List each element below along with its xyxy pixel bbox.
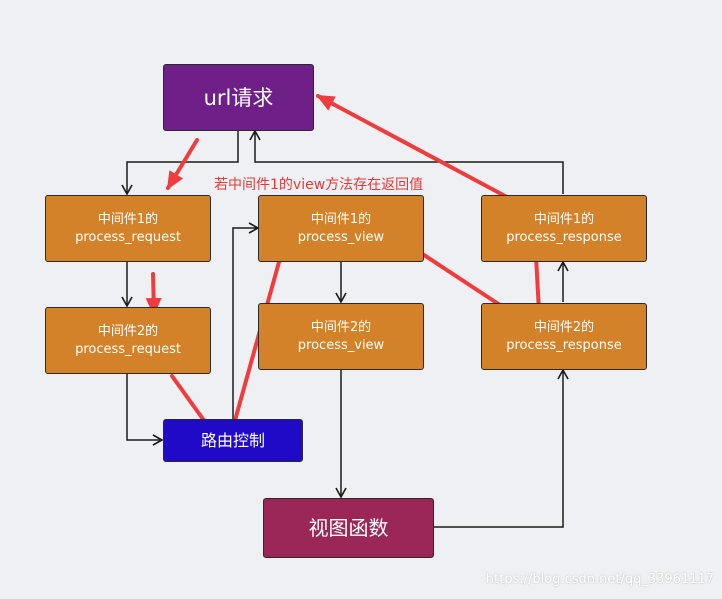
mw2-view-line2: process_view — [297, 337, 385, 353]
mw2-response-line2: process_response — [506, 337, 622, 353]
mw1-response-line1: 中间件1的 — [533, 211, 595, 227]
mw1-process-request-node: 中间件1的 process_request — [45, 195, 211, 262]
red-arrow-url-to-mw1-request — [166, 138, 199, 190]
mw1-response-line2: process_response — [506, 229, 622, 245]
connector-mw2-request-to-routing — [126, 374, 164, 446]
mw1-process-view-node: 中间件1的 process_view — [258, 195, 424, 262]
mw2-view-line1: 中间件2的 — [310, 319, 372, 335]
connector-mw1-response-to-url — [249, 129, 564, 194]
connector-routing-to-mw1-view — [232, 222, 260, 419]
mw1-request-line2: process_request — [75, 229, 181, 245]
red-arrow-mw1-response-to-url — [316, 94, 522, 206]
mw2-request-line1: 中间件2的 — [97, 323, 159, 339]
mw2-process-response-node: 中间件2的 process_response — [481, 303, 647, 370]
watermark-text: https://blog.csdn.net/qq_33961117 — [485, 572, 714, 587]
mw2-response-line1: 中间件2的 — [533, 319, 595, 335]
mw1-request-line1: 中间件1的 — [97, 211, 159, 227]
mw2-request-line2: process_request — [75, 341, 181, 357]
mw1-view-line1: 中间件1的 — [310, 211, 372, 227]
mw1-process-response-node: 中间件1的 process_response — [481, 195, 647, 262]
view-function-node: 视图函数 — [263, 498, 434, 558]
view-function-label: 视图函数 — [308, 516, 389, 540]
mw2-process-view-node: 中间件2的 process_view — [258, 303, 424, 370]
mw2-process-request-node: 中间件2的 process_request — [45, 307, 211, 374]
url-request-node: url请求 — [163, 64, 314, 131]
mw1-view-line2: process_view — [297, 229, 385, 245]
routing-control-label: 路由控制 — [200, 430, 265, 450]
connector-view-function-to-mw2-response — [434, 368, 569, 528]
annotation-text: 若中间件1的view方法存在返回值 — [214, 177, 424, 193]
url-request-label: url请求 — [203, 85, 274, 110]
routing-control-node: 路由控制 — [163, 419, 303, 462]
